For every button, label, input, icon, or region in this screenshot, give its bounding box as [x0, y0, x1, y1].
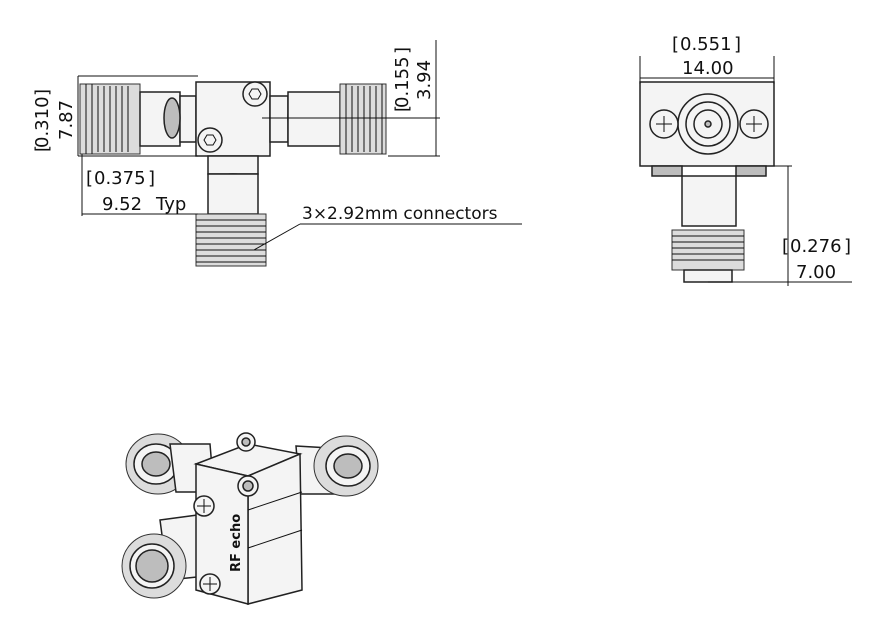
- iso-view: RF echo: [121, 432, 379, 605]
- connector-callout: 3×2.92mm connectors: [253, 204, 522, 251]
- callout-text: 3×2.92mm connectors: [302, 204, 498, 224]
- svg-text:[: [: [86, 168, 93, 189]
- side-port: [677, 93, 739, 155]
- dim-reach: [ 0.375 ] 9.52 Typ: [81, 154, 198, 216]
- offset-in: 0.155: [392, 56, 413, 108]
- svg-text:[: [: [672, 34, 679, 55]
- reach-mm: 9.52: [102, 194, 142, 215]
- bottom-connector: [195, 155, 267, 267]
- iso-block: RF echo: [193, 432, 303, 605]
- svg-text:[: [: [32, 145, 53, 152]
- side-reach-in: 0.276: [790, 236, 842, 257]
- dim-width: [ 0.551 ] 14.00: [639, 34, 775, 84]
- height-in: 0.310: [32, 96, 53, 148]
- svg-text:[: [: [392, 105, 413, 112]
- offset-mm: 3.94: [414, 60, 435, 100]
- side-view: [ 0.551 ] 14.00 [ 0.276 ] 7.00: [639, 34, 852, 286]
- width-in: 0.551: [680, 34, 732, 55]
- brand-mark: RF echo: [229, 514, 244, 572]
- reach-note: Typ: [155, 194, 186, 215]
- svg-text:]: ]: [148, 168, 155, 189]
- dim-offset: 0.155 [ ] 3.94: [262, 40, 440, 157]
- side-screw-right: [739, 109, 769, 139]
- reach-in: 0.375: [94, 168, 146, 189]
- side-screw-left: [649, 109, 679, 139]
- iso-connector-right: [295, 435, 379, 497]
- height-mm: 7.87: [56, 100, 77, 140]
- top-view: 0.310 [ ] 7.87 0.155 [ ] 3.94 [ 0.375 ] …: [32, 40, 522, 267]
- svg-text:]: ]: [844, 236, 851, 257]
- svg-text:]: ]: [734, 34, 741, 55]
- width-mm: 14.00: [682, 58, 734, 79]
- right-connector: [269, 83, 387, 155]
- svg-text:]: ]: [32, 89, 53, 96]
- screw-top: [242, 81, 268, 107]
- svg-text:]: ]: [392, 47, 413, 54]
- side-connector: [671, 175, 745, 283]
- screw-front: [197, 127, 223, 153]
- dim-height: 0.310 [ ] 7.87: [32, 75, 198, 157]
- svg-text:[: [: [782, 236, 789, 257]
- side-reach-mm: 7.00: [796, 262, 836, 283]
- left-connector: [79, 83, 197, 155]
- dim-side-reach: [ 0.276 ] 7.00: [708, 165, 852, 286]
